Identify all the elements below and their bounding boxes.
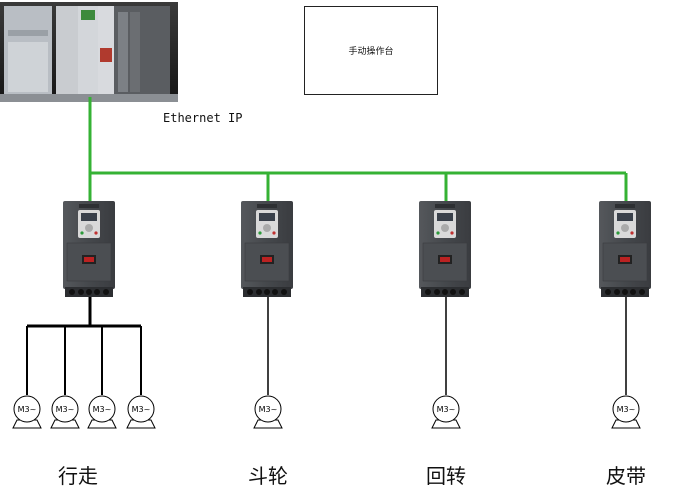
vfd-drive-bucket-wheel <box>240 200 294 298</box>
motor-circle <box>51 395 79 423</box>
motor-symbol: M3~ <box>431 395 461 429</box>
motor-circle <box>612 395 640 423</box>
vfd-drive-walking <box>62 200 116 298</box>
motor-symbol: M3~ <box>126 395 156 429</box>
motor-symbol: M3~ <box>12 395 42 429</box>
drive-label-walking: 行走 <box>58 464 98 488</box>
motor-base <box>87 419 117 429</box>
motor-label: M3~ <box>259 405 278 414</box>
drive-label-bucket-wheel: 斗轮 <box>248 464 288 488</box>
motor-label: M3~ <box>56 405 75 414</box>
motor-wiring <box>26 297 627 395</box>
motor-base <box>12 419 42 429</box>
manual-console-box: 手动操作台 <box>304 6 438 95</box>
motor-circle <box>127 395 155 423</box>
drive-label-belt: 皮带 <box>606 464 646 488</box>
network-label: Ethernet IP <box>163 111 243 125</box>
motor-label: M3~ <box>437 405 456 414</box>
motor-base <box>126 419 156 429</box>
motor-symbol: M3~ <box>87 395 117 429</box>
motor-symbol: M3~ <box>253 395 283 429</box>
drive-label-slewing: 回转 <box>426 464 466 488</box>
motor-symbol: M3~ <box>611 395 641 429</box>
motor-circle <box>254 395 282 423</box>
motor-circle <box>88 395 116 423</box>
motor-base <box>253 419 283 429</box>
motor-label: M3~ <box>18 405 37 414</box>
vfd-drive-slewing <box>418 200 472 298</box>
motor-base <box>431 419 461 429</box>
plc-controller-image <box>0 2 178 102</box>
console-label: 手动操作台 <box>348 47 394 57</box>
motor-base <box>50 419 80 429</box>
motor-label: M3~ <box>132 405 151 414</box>
vfd-drive-belt <box>598 200 652 298</box>
motor-circle <box>13 395 41 423</box>
motor-circle <box>432 395 460 423</box>
motor-label: M3~ <box>617 405 636 414</box>
ethernet-network-lines <box>88 97 628 205</box>
motors: M3~ M3~ M3~ M3~ M3~ M3~ M3~ <box>12 395 641 429</box>
motor-base <box>611 419 641 429</box>
motor-label: M3~ <box>93 405 112 414</box>
motor-symbol: M3~ <box>50 395 80 429</box>
